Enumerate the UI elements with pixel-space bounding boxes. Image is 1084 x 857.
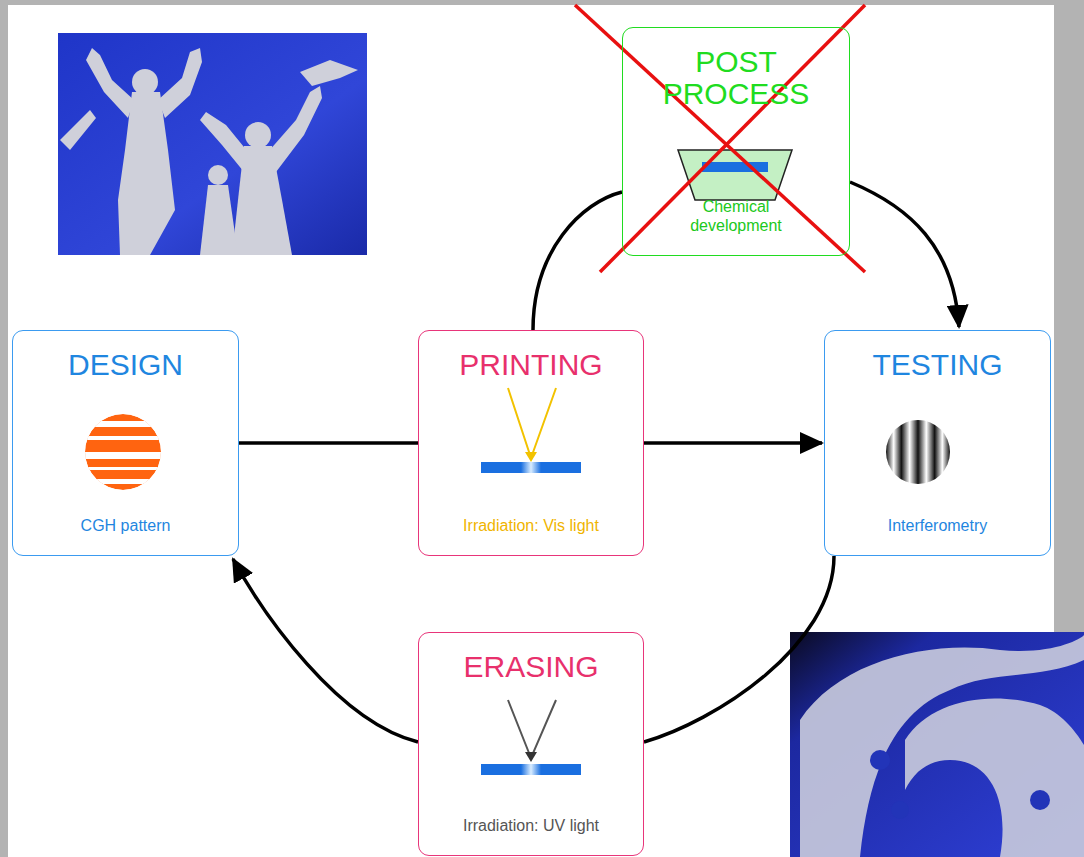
box-title: TESTING <box>872 349 1002 381</box>
process-box: POST PROCESS Chemical development <box>622 27 850 256</box>
cancel-cross <box>575 5 865 272</box>
box-title: PRINTING <box>459 349 602 381</box>
process-box: TESTING Interferometry <box>824 330 1051 556</box>
flow-arrow <box>533 192 622 330</box>
flow-arrow <box>233 559 418 742</box>
box-title: ERASING <box>463 651 598 683</box>
process-box: DESIGN CGH pattern <box>12 330 239 556</box>
box-caption: CGH pattern <box>81 516 171 535</box>
interference-fringes-icon <box>886 420 950 484</box>
uv-light-icon <box>481 700 581 775</box>
flow-arrow <box>850 182 959 327</box>
hologram-photo <box>58 33 367 255</box>
box-caption: Irradiation: UV light <box>463 816 599 835</box>
box-caption: Irradiation: Vis light <box>463 516 599 535</box>
process-box: ERASING Irradiation: UV light <box>418 632 644 856</box>
hologram-photo <box>790 632 1084 857</box>
box-title: POST PROCESS <box>651 46 821 110</box>
box-title: DESIGN <box>68 349 183 381</box>
flow-arrow <box>239 441 418 445</box>
flow-arrow <box>644 556 834 742</box>
flow-arrow <box>644 441 822 445</box>
cgh-pattern-icon <box>80 414 170 490</box>
visible-light-icon <box>481 388 581 473</box>
box-caption: Chemical development <box>666 197 806 235</box>
process-box: PRINTING Irradiation: Vis light <box>418 330 644 556</box>
box-caption: Interferometry <box>888 516 988 535</box>
